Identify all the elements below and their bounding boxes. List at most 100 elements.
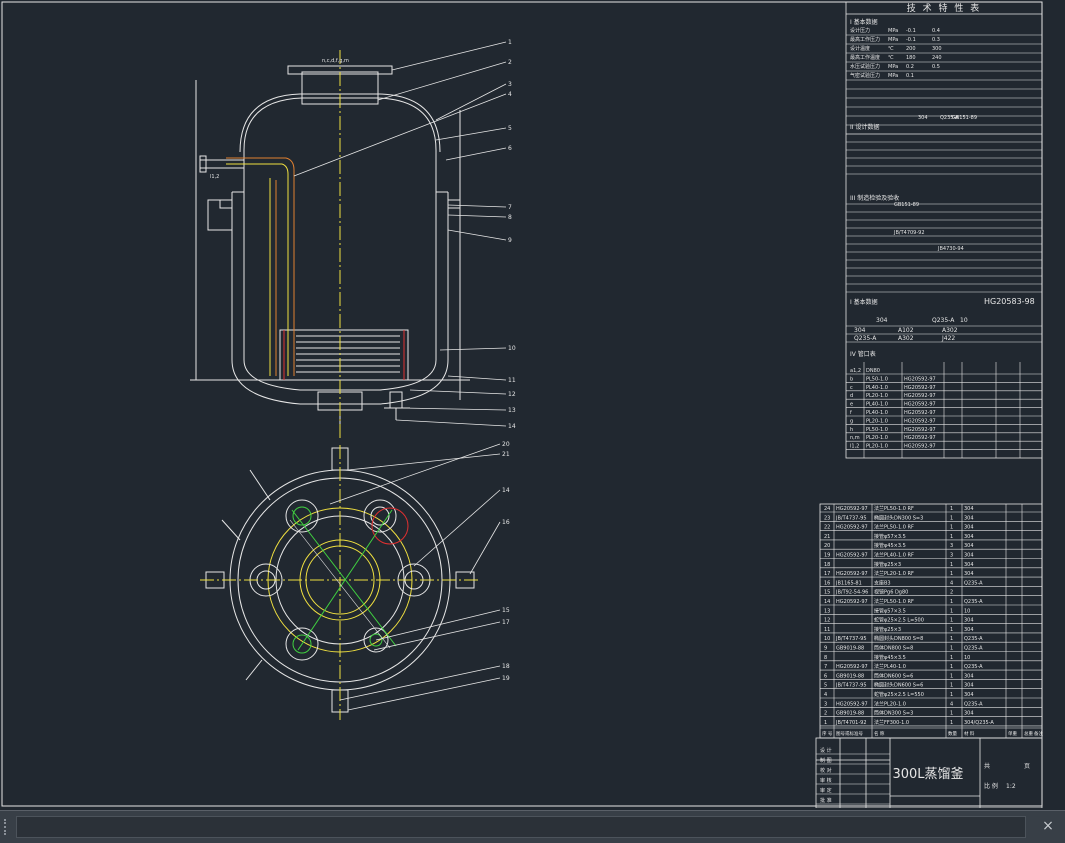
part-name: 接管φ57×3.5 <box>874 607 906 614</box>
part-qty: 4 <box>950 580 953 586</box>
part-name: 筒体DN600 S=6 <box>874 672 913 679</box>
tech-row-value: 180 <box>906 55 916 61</box>
command-bar-grip[interactable] <box>4 819 12 835</box>
nozzle-id: g <box>850 418 853 424</box>
part-number: 23 <box>824 515 830 521</box>
material-cell: 10 <box>960 317 968 324</box>
tech-row-value: 300 <box>932 46 942 52</box>
material-cell: 304 <box>918 115 928 121</box>
nozzle-spec: PL50-1.0 <box>866 427 888 433</box>
plan-center-axes <box>200 445 480 720</box>
part-qty: 1 <box>950 534 953 540</box>
part-number: 4 <box>824 692 827 698</box>
tech-section-1: I 基本数据 <box>850 18 878 26</box>
part-qty: 3 <box>950 543 953 549</box>
parts-header: 单重 <box>1008 730 1017 737</box>
part-qty: 1 <box>950 673 953 679</box>
tech-ref: JB4730-94 <box>937 246 964 252</box>
part-name: 法兰PL40-1.0 <box>874 663 906 670</box>
nozzle-std: HG20592-97 <box>904 410 936 416</box>
part-material: 304 <box>964 618 974 624</box>
part-material: Q235-A <box>964 599 983 605</box>
nozzle-spec: PL40-1.0 <box>866 402 888 408</box>
tech-table-title: 技 术 特 性 表 <box>907 2 981 14</box>
tech-row-value: 0.2 <box>906 64 914 70</box>
sheet-label: 共 <box>984 762 990 770</box>
tech-ref: JB/T4709-92 <box>893 230 925 236</box>
callout-number: 4 <box>508 91 512 98</box>
nozzle-std: HG20592-97 <box>904 402 936 408</box>
nozzle-spec: PL20-1.0 <box>866 393 888 399</box>
close-command-line-button[interactable]: × <box>1039 817 1057 835</box>
nozzle-id: f <box>850 410 852 416</box>
part-number: 20 <box>824 543 830 549</box>
part-material: Q235-A <box>964 664 983 670</box>
part-qty: 1 <box>950 711 953 717</box>
nozzle-std: HG20592-97 <box>904 385 936 391</box>
callout-number: 1 <box>508 39 512 46</box>
part-name: 法兰PL50-1.0 RF <box>874 505 914 512</box>
part-name: 筒体DN300 S=3 <box>874 710 913 717</box>
tech-section-3: III 制造检验及验收 <box>850 194 899 202</box>
nozzle-id: d <box>850 393 853 399</box>
part-number: 11 <box>824 627 830 633</box>
title-row-label: 审 核 <box>820 777 832 784</box>
nozzle-id: n,m <box>850 435 860 441</box>
sheet-unit: 页 <box>1024 763 1030 770</box>
part-name: 法兰PL20-1.0 <box>874 700 906 707</box>
part-code: JB/T4737-95 <box>835 683 867 689</box>
callout-number: 12 <box>508 391 516 398</box>
part-name: 筒体DN800 S=8 <box>874 645 913 652</box>
part-material: Q235-A <box>964 646 983 652</box>
part-name: 支座B3 <box>874 579 891 586</box>
part-qty: 1 <box>950 515 953 521</box>
part-material: 304 <box>964 525 974 531</box>
part-material: Q235-A <box>964 701 983 707</box>
part-number: 17 <box>824 571 830 577</box>
nozzle-spec: PL20-1.0 <box>866 435 888 441</box>
part-code: JB/T4701-92 <box>835 720 867 726</box>
part-qty: 1 <box>950 636 953 642</box>
callout-number: 7 <box>508 204 512 211</box>
tech-row-label: 设计温度 <box>850 45 870 52</box>
callout-leaders-plan <box>329 443 501 711</box>
part-material: 304 <box>964 515 974 521</box>
material-cell: A302 <box>942 327 958 334</box>
part-qty: 2 <box>950 590 953 596</box>
part-code: HG20592-97 <box>836 599 868 605</box>
title-row-label: 设 计 <box>820 747 832 754</box>
part-qty: 1 <box>950 599 953 605</box>
part-qty: 4 <box>950 701 953 707</box>
tech-row-label: 最高工作压力 <box>850 36 880 43</box>
nozzle-std: HG20592-97 <box>904 418 936 424</box>
part-number: 2 <box>824 711 827 717</box>
tech-row-value: 200 <box>906 46 916 52</box>
close-icon: × <box>1042 818 1054 834</box>
part-qty: 1 <box>950 683 953 689</box>
part-material: Q235-A <box>964 580 983 586</box>
part-qty: 1 <box>950 692 953 698</box>
tech-row-value: 240 <box>932 55 942 61</box>
parts-header: 备注 <box>1034 730 1043 737</box>
material-cell: Q235-A <box>940 115 959 121</box>
callout-number: 5 <box>508 125 512 132</box>
nozzle-std: HG20592-97 <box>904 435 936 441</box>
callout-number: 19 <box>502 675 510 682</box>
part-number: 7 <box>824 664 827 670</box>
title-row-label: 审 定 <box>820 787 832 794</box>
part-code: JB/T92-54-96 <box>835 590 868 596</box>
part-material: 10 <box>964 655 970 661</box>
material-cell: 304 <box>876 317 888 324</box>
parts-header: 数量 <box>948 730 957 737</box>
tech-row-unit: MPa <box>888 64 898 70</box>
part-qty: 1 <box>950 571 953 577</box>
part-code: JB/T4737-95 <box>835 515 867 521</box>
tech-row-unit: MPa <box>888 28 898 34</box>
command-line-input[interactable] <box>16 816 1026 838</box>
parts-header: 材 料 <box>964 730 975 737</box>
part-material: 304 <box>964 673 974 679</box>
tech-row-label: 水压试验压力 <box>850 63 880 70</box>
title-block-rows: 设 计制 图校 对审 核审 定批 准 <box>816 747 890 805</box>
parts-header: 序 号 <box>822 730 833 737</box>
